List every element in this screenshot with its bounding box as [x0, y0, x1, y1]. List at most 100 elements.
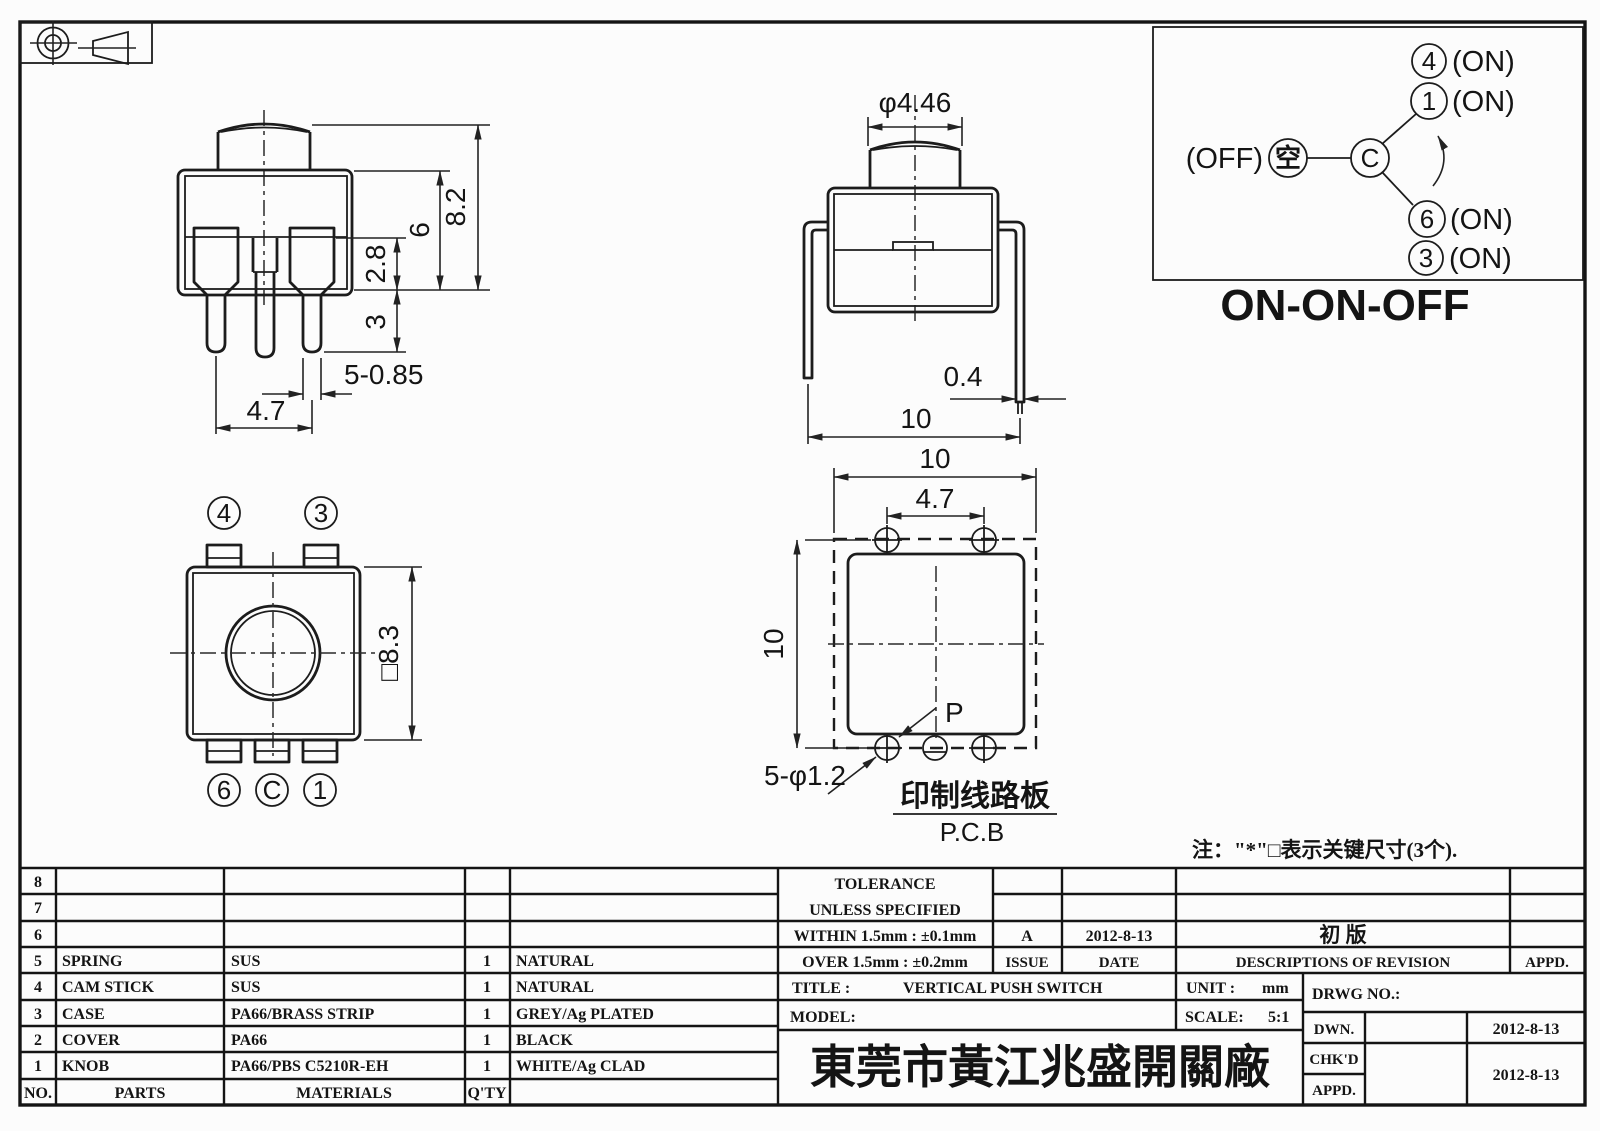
dim-bottom-body-square: □8.3: [373, 625, 404, 681]
svg-text:1: 1: [483, 1032, 491, 1049]
front-dimensions: 8.2 6 2.8 3 5-0.85 4.7: [215, 124, 490, 434]
unit-label: UNIT :: [1186, 980, 1235, 997]
front-knob: [216, 122, 312, 170]
dim-pcb-holes: 5-φ1.2: [764, 760, 846, 791]
chkd-label: CHK'D: [1309, 1052, 1358, 1068]
appd-label: APPD.: [1525, 955, 1569, 971]
scale-label: SCALE:: [1185, 1009, 1244, 1026]
svg-text:NATURAL: NATURAL: [516, 979, 594, 996]
revision-value: 初 版: [1319, 923, 1366, 947]
bottom-terminal-c-circle: [255, 773, 289, 807]
svg-text:PA66: PA66: [231, 1032, 267, 1049]
circuit-terminal-1-circle: [1410, 82, 1448, 120]
circuit-terminal-4: 4: [1422, 46, 1436, 76]
svg-text:GREY/Ag PLATED: GREY/Ag PLATED: [516, 1006, 654, 1023]
bottom-terminal-4: 4: [217, 498, 231, 528]
circuit-on-label-6: (ON): [1450, 204, 1513, 236]
parts-table-header: NO. PARTS MATERIALS Q'TY: [24, 1085, 507, 1102]
part-row-no: 7: [34, 900, 42, 917]
dim-pcb-height: 10: [758, 628, 789, 659]
circuit-on-label-3: (ON): [1449, 243, 1512, 275]
svg-text:CAM STICK: CAM STICK: [62, 979, 155, 996]
tolerance-within: WITHIN 1.5mm : ±0.1mm: [794, 928, 977, 945]
pcb-p-leader: [898, 707, 937, 738]
circuit-off-terminal: 空: [1275, 143, 1301, 173]
dim-side-knob-dia: φ4.46: [879, 87, 952, 118]
bottom-view: 4 3 6 C 1 □8.3: [170, 496, 422, 807]
pcb-view: 10 4.7 10 5-φ1.2 P 印制线路板 P.C.B: [758, 443, 1057, 847]
dim-front-total-height: 8.2: [440, 188, 471, 227]
bottom-terminal-3: 3: [314, 498, 328, 528]
dim-front-shoulder: 2.8: [360, 245, 391, 284]
sheet-border: [18, 20, 1587, 1107]
circuit-on-label-4: (ON): [1452, 46, 1515, 78]
svg-text:PA66/PBS C5210R-EH: PA66/PBS C5210R-EH: [231, 1058, 389, 1075]
header-qty: Q'TY: [467, 1085, 507, 1102]
svg-text:1: 1: [483, 1006, 491, 1023]
side-knob: [868, 140, 962, 188]
pcb-label-cn: 印制线路板: [900, 780, 1050, 813]
parts-table: 8 7 6 5 SPRING SUS 1 NATURAL 4 CAM STICK…: [24, 874, 654, 1102]
bottom-terminal-1: 1: [313, 775, 327, 805]
pcb-hole-leader: [827, 756, 877, 795]
chkd-date: 2012-8-13: [1493, 1067, 1560, 1084]
dim-pcb-hole-pitch: 4.7: [916, 483, 955, 514]
drwg-no-label: DRWG NO.:: [1312, 986, 1400, 1003]
part-row-knob: 1 KNOB PA66/PBS C5210R-EH 1 WHITE/Ag CLA…: [34, 1058, 645, 1075]
table-grid: [20, 866, 1585, 1105]
header-parts: PARTS: [115, 1085, 166, 1102]
dim-side-leg-thickness: 0.4: [944, 361, 983, 392]
pcb-holes: [872, 525, 999, 763]
svg-text:4: 4: [34, 979, 42, 996]
svg-text:2: 2: [34, 1032, 42, 1049]
title-block: TOLERANCE UNLESS SPECIFIED WITHIN 1.5mm …: [790, 876, 1569, 1099]
issue-label: ISSUE: [1005, 955, 1048, 971]
pcb-label-en: P.C.B: [940, 817, 1005, 847]
bottom-terminal-4-circle: [207, 496, 241, 530]
front-view: 8.2 6 2.8 3 5-0.85 4.7: [176, 110, 490, 434]
circuit-box: [1152, 26, 1584, 281]
dim-front-body-height: 6: [404, 222, 435, 238]
part-row-no: 8: [34, 874, 42, 891]
svg-text:PA66/BRASS STRIP: PA66/BRASS STRIP: [231, 1006, 375, 1023]
dim-front-pin-pitch: 4.7: [247, 395, 286, 426]
side-body-outline: [826, 186, 1000, 314]
circuit-on-label-1: (ON): [1452, 86, 1515, 118]
header-no: NO.: [24, 1085, 52, 1102]
svg-text:SUS: SUS: [231, 979, 260, 996]
bottom-terminal-6-circle: [207, 773, 241, 807]
front-pin-right: [288, 226, 336, 354]
circuit-common-terminal: C: [1361, 143, 1380, 173]
part-row-spring: 5 SPRING SUS 1 NATURAL: [34, 953, 594, 970]
svg-text:BLACK: BLACK: [516, 1032, 573, 1049]
svg-text:3: 3: [34, 1006, 42, 1023]
dim-pcb-width: 10: [919, 443, 950, 474]
dwn-label: DWN.: [1314, 1022, 1355, 1038]
model-label: MODEL:: [790, 1009, 856, 1026]
svg-text:CASE: CASE: [62, 1006, 105, 1023]
circuit-terminal-6-circle: [1408, 200, 1446, 238]
front-body-inner: [184, 175, 348, 290]
svg-text:1: 1: [483, 953, 491, 970]
side-view: φ4.46 0.4 10: [802, 87, 1066, 444]
bottom-terminal-c: C: [263, 775, 282, 805]
date-value: 2012-8-13: [1086, 928, 1153, 945]
company-name: 東莞市黃江兆盛開關廠: [810, 1042, 1270, 1093]
circuit-terminal-3-circle: [1408, 240, 1444, 276]
svg-text:1: 1: [483, 1058, 491, 1075]
part-row-cover: 2 COVER PA66 1 BLACK: [34, 1032, 573, 1049]
title-label: TITLE :: [792, 980, 850, 997]
svg-text:1: 1: [483, 979, 491, 996]
part-row-cam-stick: 4 CAM STICK SUS 1 NATURAL: [34, 979, 594, 996]
unit-value: mm: [1262, 980, 1289, 997]
key-dimension-note: 注："*"□表示关键尺寸(3个).: [1192, 838, 1457, 862]
side-dimensions: φ4.46 0.4 10: [807, 87, 1066, 444]
side-body-latch: [892, 241, 934, 251]
title-value: VERTICAL PUSH SWITCH: [903, 980, 1103, 997]
header-materials: MATERIALS: [296, 1085, 392, 1102]
part-row-no: 6: [34, 927, 42, 944]
front-pin-center: [251, 238, 279, 359]
svg-text:NATURAL: NATURAL: [516, 953, 594, 970]
svg-text:WHITE/Ag CLAD: WHITE/Ag CLAD: [516, 1058, 645, 1075]
